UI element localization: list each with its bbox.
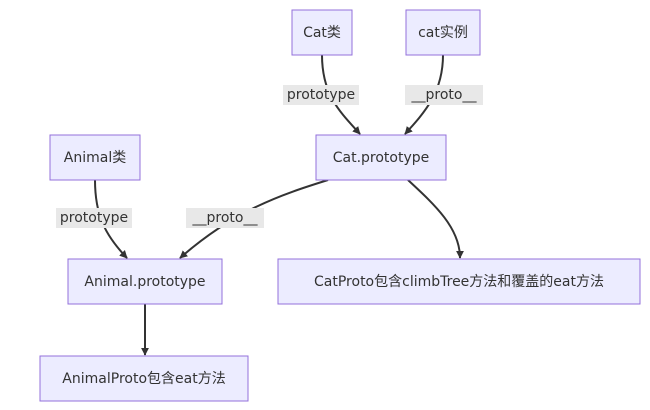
edge-cat-prototype-to-animal-prototype [179,179,329,259]
node-cat-class: Cat类 [291,9,353,56]
node-animal-class: Animal类 [49,134,141,181]
svg-text:prototype: prototype [60,210,128,226]
svg-text:__proto__: __proto__ [192,210,259,226]
node-cat-instance: cat实例 [405,9,481,56]
edge-label-animal-class-prototype: prototype [56,208,132,228]
svg-text:Animal类: Animal类 [64,150,126,166]
node-cat-prototype: Cat.prototype [315,134,447,181]
svg-text:AnimalProto包含eat方法: AnimalProto包含eat方法 [62,371,225,387]
svg-text:prototype: prototype [287,87,355,103]
svg-text:cat实例: cat实例 [418,25,468,41]
svg-text:Cat.prototype: Cat.prototype [333,150,430,166]
edge-label-cat-class-prototype: prototype [283,85,359,105]
svg-text:Animal.prototype: Animal.prototype [84,274,205,290]
node-cat-proto-desc: CatProto包含climbTree方法和覆盖的eat方法 [277,258,641,305]
edge-label-cat-prototype-proto: __proto__ [186,208,264,228]
edge-cat-prototype-to-cat-proto-desc [407,179,464,259]
edge-label-cat-instance-proto: __proto__ [405,85,483,105]
svg-text:CatProto包含climbTree方法和覆盖的eat方法: CatProto包含climbTree方法和覆盖的eat方法 [314,274,604,290]
svg-text:__proto__: __proto__ [411,87,478,103]
svg-text:Cat类: Cat类 [303,25,341,41]
node-animal-prototype: Animal.prototype [67,258,223,305]
node-animal-proto-desc: AnimalProto包含eat方法 [39,355,249,402]
